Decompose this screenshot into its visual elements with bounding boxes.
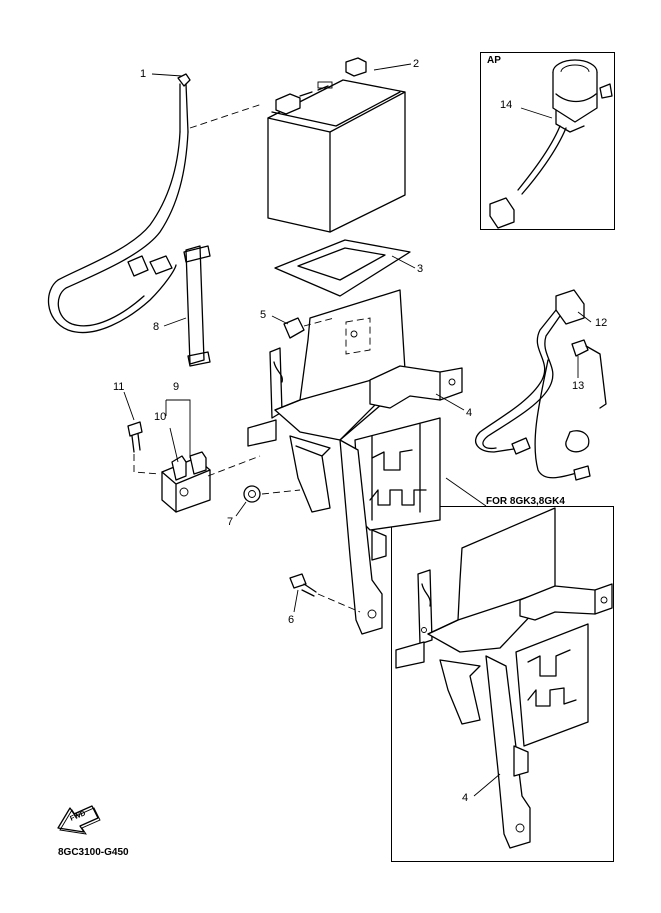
label-part-13: 13 [572, 380, 585, 392]
inset-variant-box [391, 506, 614, 862]
label-part-1: 1 [140, 68, 147, 80]
diagram-code: 8GC3100-G450 [58, 847, 129, 858]
relay-bolt-part [127, 421, 161, 475]
inset-ap-title: AP [487, 55, 501, 66]
label-part-4: 4 [466, 407, 473, 419]
fwd-arrow-icon [57, 805, 101, 835]
leader-lines [123, 63, 592, 797]
leader-1-battery [189, 103, 263, 129]
label-part-2: 2 [413, 58, 420, 70]
battery-part [267, 57, 406, 233]
power-socket-part [489, 59, 613, 229]
variant-bracket-part [395, 507, 613, 849]
label-part-3: 3 [417, 263, 424, 275]
battery-bracket-part [247, 289, 463, 635]
label-part-12: 12 [595, 317, 608, 329]
leader-5-dash [303, 317, 335, 327]
inset-variant-title: FOR 8GK3,8GK4 [486, 496, 565, 507]
cable-tie-part [571, 339, 607, 409]
relay-part [161, 451, 211, 513]
label-part-6: 6 [288, 614, 295, 626]
inset-ap-box [480, 52, 615, 230]
variant-pointer [445, 477, 487, 507]
battery-cable-part [47, 73, 191, 334]
label-part-8: 8 [153, 321, 160, 333]
label-part-7: 7 [227, 516, 234, 528]
label-part-14: 14 [500, 99, 513, 111]
clip-part [283, 317, 305, 339]
label-part-4-variant: 4 [462, 792, 469, 804]
bracket-bolt-part [289, 573, 361, 613]
battery-strap-part [183, 245, 211, 367]
label-part-11: 11 [113, 381, 125, 393]
harness-part [475, 289, 591, 481]
nut-part [243, 485, 301, 503]
label-part-5: 5 [260, 309, 267, 321]
leader-relay-bracket [207, 455, 261, 477]
label-part-9: 9 [173, 381, 180, 393]
battery-pad-part [274, 239, 411, 297]
label-part-10: 10 [154, 411, 167, 423]
